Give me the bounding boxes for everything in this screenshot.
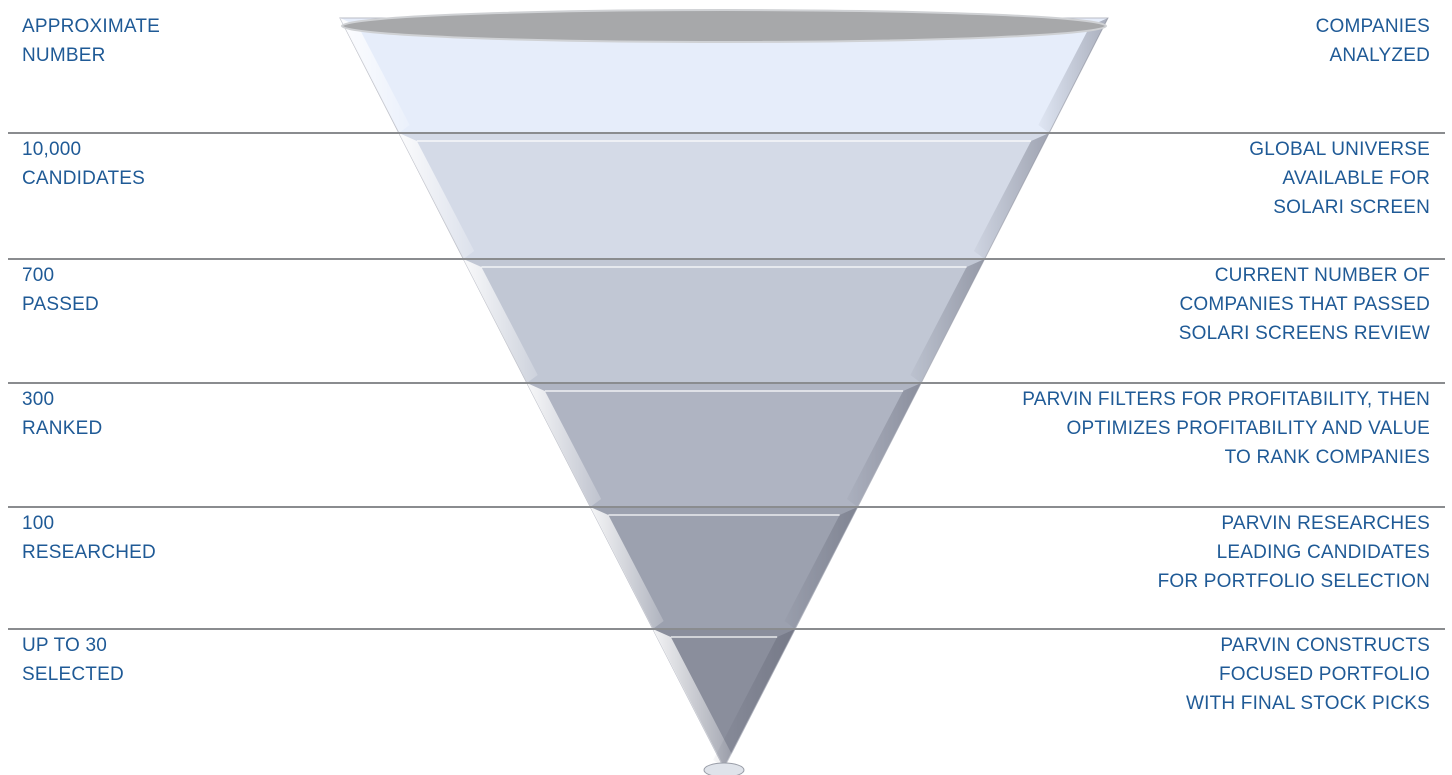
stage-count-line: APPROXIMATE — [22, 16, 161, 37]
stage-count-line: 300 — [22, 389, 55, 410]
stage-description: PARVIN RESEARCHES LEADING CANDIDATES FOR P… — [1158, 509, 1430, 596]
stage-description-line: GLOBAL UNIVERSE — [1249, 139, 1430, 160]
stage-count-line: RESEARCHED — [22, 542, 156, 563]
funnel-tip — [703, 762, 745, 775]
stage-description-line: COMPANIES — [1315, 16, 1430, 37]
stage-count-line: 100 — [22, 513, 55, 534]
row-divider — [8, 506, 1445, 508]
stage-count-line: RANKED — [22, 418, 103, 439]
funnel-section — [462, 258, 986, 384]
stage-count-line: CANDIDATES — [22, 168, 146, 189]
stage-description-line: AVAILABLE FOR — [1282, 168, 1430, 189]
stage-description-line: WITH FINAL STOCK PICKS — [1185, 693, 1430, 714]
stage-count-label: UP TO 30 SELECTED — [22, 631, 124, 689]
stage-count-line: PASSED — [22, 294, 99, 315]
stage-description-line: PARVIN RESEARCHES — [1221, 513, 1430, 534]
funnel-section — [398, 132, 1050, 260]
row-divider — [8, 132, 1445, 134]
stage-description-line: SOLARI SCREEN — [1273, 197, 1430, 218]
stage-description-line: OPTIMIZES PROFITABILITY AND VALUE — [1066, 418, 1430, 439]
row-divider — [8, 382, 1445, 384]
funnel-section — [526, 382, 922, 508]
stage-description-line: CURRENT NUMBER OF — [1214, 265, 1430, 286]
stage-description: GLOBAL UNIVERSE AVAILABLE FOR SOLARI SCREE… — [1249, 135, 1430, 222]
stage-description-line: FOCUSED PORTFOLIO — [1218, 664, 1430, 685]
stage-description-line: SOLARI SCREENS REVIEW — [1178, 323, 1430, 344]
stage-count-line: 700 — [22, 265, 55, 286]
stage-description-line: TO RANK COMPANIES — [1224, 447, 1430, 468]
stage-count-line: UP TO 30 — [22, 635, 108, 656]
stage-count-line: 10,000 — [22, 139, 82, 160]
stage-description-line: ANALYZED — [1329, 45, 1430, 66]
stage-description: COMPANIES ANALYZED — [1316, 12, 1430, 70]
stage-description-line: LEADING CANDIDATES — [1216, 542, 1430, 563]
funnel-rim — [341, 9, 1107, 43]
stage-count-line: NUMBER — [22, 45, 106, 66]
stage-description-line: PARVIN CONSTRUCTS — [1220, 635, 1430, 656]
row-divider — [8, 628, 1445, 630]
stage-description: PARVIN FILTERS FOR PROFITABILITY, THEN OP… — [1022, 385, 1430, 472]
funnel-section — [589, 506, 859, 630]
row-divider — [8, 258, 1445, 260]
stage-description-line: PARVIN FILTERS FOR PROFITABILITY, THEN — [1022, 389, 1430, 410]
stage-description: PARVIN CONSTRUCTS FOCUSED PORTFOLIO WITH F… — [1186, 631, 1430, 718]
stage-count-line: SELECTED — [22, 664, 124, 685]
stage-description-line: COMPANIES THAT PASSED — [1179, 294, 1430, 315]
stage-count-label: APPROXIMATE NUMBER — [22, 12, 160, 70]
stage-description-line: FOR PORTFOLIO SELECTION — [1157, 571, 1430, 592]
stage-description: CURRENT NUMBER OF COMPANIES THAT PASSED SO… — [1179, 261, 1430, 348]
funnel-section — [652, 628, 796, 770]
